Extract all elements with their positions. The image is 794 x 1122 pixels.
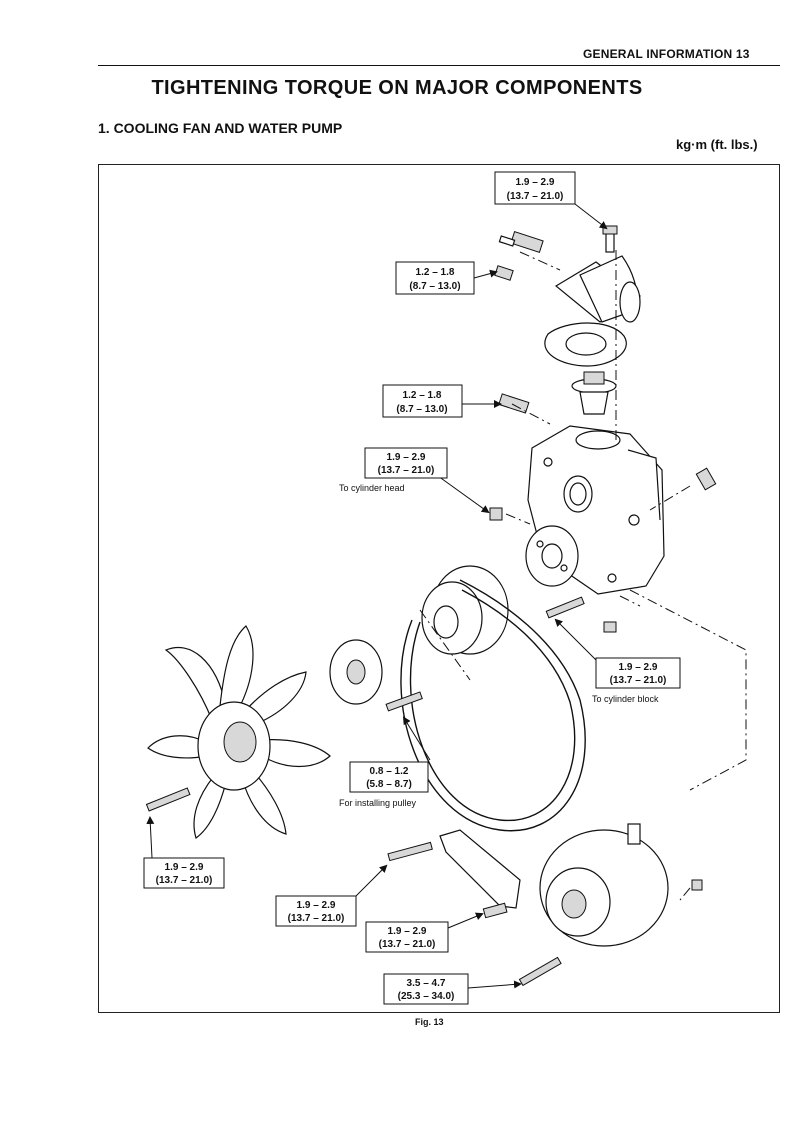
alternator bbox=[539, 823, 669, 947]
torque-metric: 1.9 – 2.9 bbox=[165, 862, 204, 873]
torque-note: To cylinder block bbox=[592, 694, 659, 704]
torque-label-0: 1.9 – 2.9 (13.7 – 21.0) bbox=[494, 171, 576, 205]
torque-imperial: (8.7 – 13.0) bbox=[396, 404, 447, 415]
sensor-switch-middle bbox=[498, 393, 530, 414]
bolts bbox=[145, 467, 717, 987]
torque-metric: 1.2 – 1.8 bbox=[416, 267, 455, 278]
torque-imperial: (5.8 – 8.7) bbox=[366, 779, 412, 790]
cooling-fan bbox=[147, 625, 331, 839]
torque-metric: 0.8 – 1.2 bbox=[370, 766, 409, 777]
torque-label-8: 1.9 – 2.9 (13.7 – 21.0) bbox=[365, 921, 449, 953]
leader-lines bbox=[146, 203, 608, 989]
thermostat bbox=[571, 371, 617, 415]
torque-note: To cylinder head bbox=[339, 483, 405, 493]
torque-metric: 1.9 – 2.9 bbox=[516, 177, 555, 188]
torque-label-5: 0.8 – 1.2 (5.8 – 8.7) For installing pul… bbox=[339, 761, 429, 808]
torque-imperial: (13.7 – 21.0) bbox=[378, 465, 435, 476]
torque-note: For installing pulley bbox=[339, 798, 417, 808]
torque-imperial: (13.7 – 21.0) bbox=[156, 875, 213, 886]
torque-metric: 1.2 – 1.8 bbox=[403, 390, 442, 401]
center-lines bbox=[419, 250, 747, 901]
v-belt bbox=[400, 579, 586, 832]
torque-label-1: 1.2 – 1.8 (8.7 – 13.0) bbox=[395, 261, 475, 295]
section-heading: 1. COOLING FAN AND WATER PUMP bbox=[98, 120, 343, 136]
torque-imperial: (13.7 – 21.0) bbox=[507, 191, 564, 202]
torque-imperial: (8.7 – 13.0) bbox=[409, 281, 460, 292]
torque-metric: 1.9 – 2.9 bbox=[297, 900, 336, 911]
torque-label-9: 3.5 – 4.7 (25.3 – 34.0) bbox=[383, 973, 469, 1005]
water-pump-flange bbox=[525, 525, 579, 587]
torque-metric: 3.5 – 4.7 bbox=[407, 978, 446, 989]
header-rule bbox=[98, 65, 780, 66]
pump-pulley bbox=[421, 565, 509, 655]
torque-imperial: (13.7 – 21.0) bbox=[610, 675, 667, 686]
torque-metric: 1.9 – 2.9 bbox=[619, 662, 658, 673]
page-title: TIGHTENING TORQUE ON MAJOR COMPONENTS bbox=[151, 77, 643, 99]
torque-label-4: 1.9 – 2.9 (13.7 – 21.0) To cylinder bloc… bbox=[592, 657, 681, 704]
outlet-gasket bbox=[544, 322, 627, 367]
figure-caption: Fig. 13 bbox=[415, 1017, 444, 1027]
torque-label-7: 1.9 – 2.9 (13.7 – 21.0) bbox=[275, 895, 357, 927]
units-label: kg·m (ft. lbs.) bbox=[676, 137, 758, 152]
torque-metric: 1.9 – 2.9 bbox=[387, 452, 426, 463]
fan-spacer bbox=[329, 639, 383, 705]
figure-frame bbox=[98, 164, 780, 1013]
torque-imperial: (13.7 – 21.0) bbox=[288, 913, 345, 924]
torque-metric: 1.9 – 2.9 bbox=[388, 926, 427, 937]
torque-imperial: (25.3 – 34.0) bbox=[398, 991, 455, 1002]
torque-imperial: (13.7 – 21.0) bbox=[379, 939, 436, 950]
adjusting-bar bbox=[439, 829, 521, 909]
torque-label-2: 1.2 – 1.8 (8.7 – 13.0) bbox=[382, 384, 463, 418]
torque-label-6: 1.9 – 2.9 (13.7 – 21.0) bbox=[143, 857, 225, 889]
torque-label-3: 1.9 – 2.9 (13.7 – 21.0) To cylinder head bbox=[339, 447, 448, 493]
water-outlet-pipe bbox=[554, 225, 642, 323]
page-header: GENERAL INFORMATION 13 bbox=[583, 47, 750, 61]
sensor-switch-top bbox=[494, 231, 544, 281]
